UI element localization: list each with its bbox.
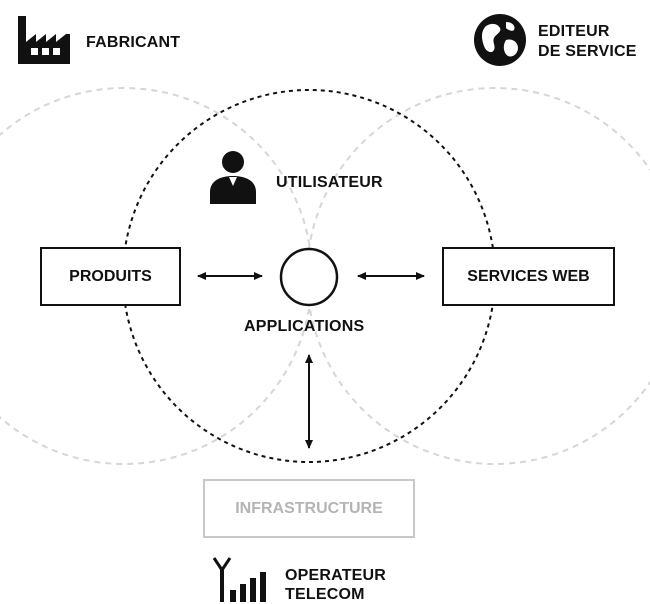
factory-icon bbox=[18, 16, 70, 64]
antenna-signal-icon bbox=[212, 557, 266, 602]
user-icon bbox=[210, 151, 256, 204]
editeur-label-line2: DE SERVICE bbox=[538, 43, 637, 60]
services-web-label: SERVICES WEB bbox=[467, 267, 590, 285]
operateur-label-line1: OPERATEUR bbox=[285, 567, 387, 584]
infrastructure-box: INFRASTRUCTURE bbox=[203, 479, 415, 538]
operateur-label-line2: TELECOM bbox=[285, 586, 365, 603]
infrastructure-label: INFRASTRUCTURE bbox=[235, 499, 383, 517]
right-faint-circle bbox=[306, 87, 650, 465]
services-web-box: SERVICES WEB bbox=[442, 247, 615, 306]
fabricant-label: FABRICANT bbox=[86, 34, 181, 51]
applications-node-circle bbox=[279, 247, 339, 307]
applications-label: APPLICATIONS bbox=[244, 318, 365, 335]
produits-box: PRODUITS bbox=[40, 247, 181, 306]
utilisateur-label: UTILISATEUR bbox=[276, 174, 383, 191]
globe-icon bbox=[474, 14, 526, 66]
editeur-label-line1: EDITEUR bbox=[538, 23, 610, 40]
produits-label: PRODUITS bbox=[69, 267, 152, 285]
